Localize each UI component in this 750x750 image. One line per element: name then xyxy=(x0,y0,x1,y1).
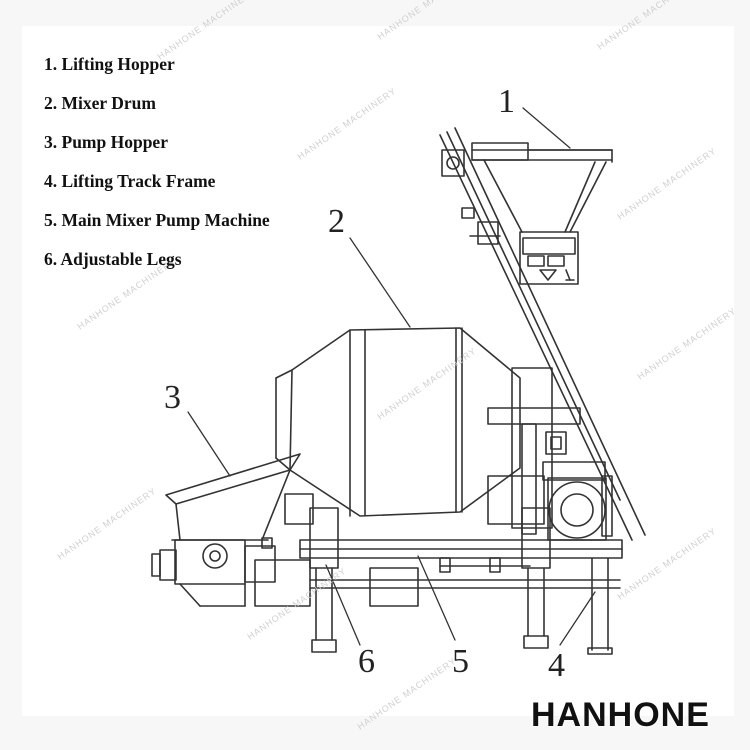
legend-item: 2. Mixer Drum xyxy=(44,93,156,113)
watermark-text: HANHONE MACHINERY xyxy=(55,486,158,562)
watermark-text: HANHONE MACHINERY xyxy=(375,0,478,42)
watermark-text: HANHONE MACHINERY xyxy=(595,0,698,52)
legend-item: 5. Main Mixer Pump Machine xyxy=(44,210,270,230)
callout-5: 5 xyxy=(452,643,469,680)
callout-3: 3 xyxy=(164,379,181,416)
lifting-hopper xyxy=(471,142,613,285)
callout-6: 6 xyxy=(358,643,375,680)
drawing-sheet xyxy=(22,26,734,716)
legend-item: 1. Lifting Hopper xyxy=(44,54,175,74)
callout-4: 4 xyxy=(548,647,565,684)
watermark-text: HANHONE MACHINERY xyxy=(635,306,738,382)
parts-legend: 1. Lifting Hopper 2. Mixer Drum 3. Pump … xyxy=(44,52,270,286)
pump-hopper xyxy=(151,453,311,607)
drive-unit xyxy=(487,367,613,541)
legend-item: 4. Lifting Track Frame xyxy=(44,171,216,191)
legend-item: 3. Pump Hopper xyxy=(44,132,168,152)
mixer-drum xyxy=(275,327,521,517)
main-mixer-pump-machine xyxy=(284,493,623,607)
callout-leaders xyxy=(187,107,596,646)
watermark-text: HANHONE MACHINERY xyxy=(295,86,398,162)
legend-item: 6. Adjustable Legs xyxy=(44,249,182,269)
callout-2: 2 xyxy=(328,203,345,240)
lifting-track-frame xyxy=(439,127,646,541)
brand-logo: HANHONE xyxy=(531,696,710,734)
callout-1: 1 xyxy=(498,83,515,120)
watermark-text: HANHONE MACHINERY xyxy=(615,146,718,222)
